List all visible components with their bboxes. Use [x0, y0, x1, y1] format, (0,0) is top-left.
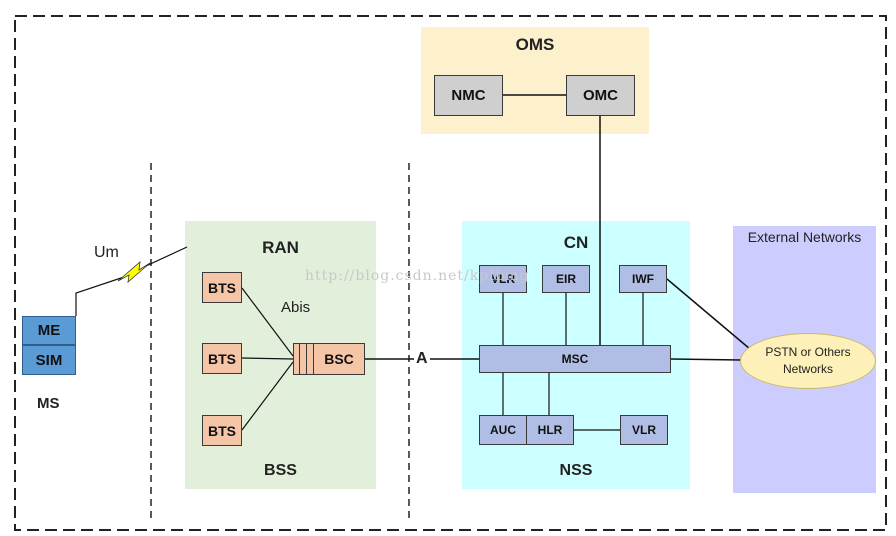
oms-title: OMS — [515, 35, 555, 54]
auc-node[interactable]: AUC — [479, 415, 527, 445]
link-bts1-bsc — [241, 287, 294, 357]
ms-label: MS — [37, 395, 60, 412]
bts-node-3[interactable]: BTS — [202, 415, 242, 446]
link-msc-pstn — [670, 358, 742, 361]
ran-title: RAN — [262, 238, 299, 257]
link-bts2-bsc — [241, 357, 294, 360]
omc-node[interactable]: OMC — [566, 75, 635, 116]
nss-subtitle: NSS — [559, 462, 593, 479]
cn-title: CN — [563, 233, 589, 252]
eir-node[interactable]: EIR — [542, 265, 590, 293]
sim-node[interactable]: SIM — [22, 345, 76, 375]
um-label: Um — [94, 244, 119, 261]
abis-label: Abis — [281, 299, 311, 316]
pstn-label-line2: Networks — [782, 362, 833, 376]
vlr-top-node[interactable]: VLR — [479, 265, 527, 293]
link-bts3-bsc — [241, 361, 294, 431]
bts-node-2[interactable]: BTS — [202, 343, 242, 374]
external-networks-title: External Networks — [747, 229, 862, 245]
outer-dashed-frame — [14, 15, 887, 531]
um-link-line-right — [145, 246, 188, 267]
msc-node[interactable]: MSC — [479, 345, 671, 373]
watermark-text: http://blog.csdn.net/kpfbmg — [305, 268, 530, 284]
bsc-node[interactable]: BSC — [313, 343, 365, 375]
bss-subtitle: BSS — [264, 462, 297, 479]
pstn-label-line1: PSTN or Others — [765, 345, 851, 359]
a-interface-label: A — [414, 350, 430, 368]
lightning-icon — [117, 261, 151, 284]
pstn-node[interactable]: PSTN or Others Networks — [740, 333, 876, 389]
iwf-node[interactable]: IWF — [619, 265, 667, 293]
um-link-line — [75, 276, 125, 316]
nmc-node[interactable]: NMC — [434, 75, 503, 116]
link-iwf-pstn — [666, 278, 751, 350]
vlr-bottom-node[interactable]: VLR — [620, 415, 668, 445]
bts-node-1[interactable]: BTS — [202, 272, 242, 303]
hlr-node[interactable]: HLR — [526, 415, 574, 445]
me-node[interactable]: ME — [22, 316, 76, 345]
